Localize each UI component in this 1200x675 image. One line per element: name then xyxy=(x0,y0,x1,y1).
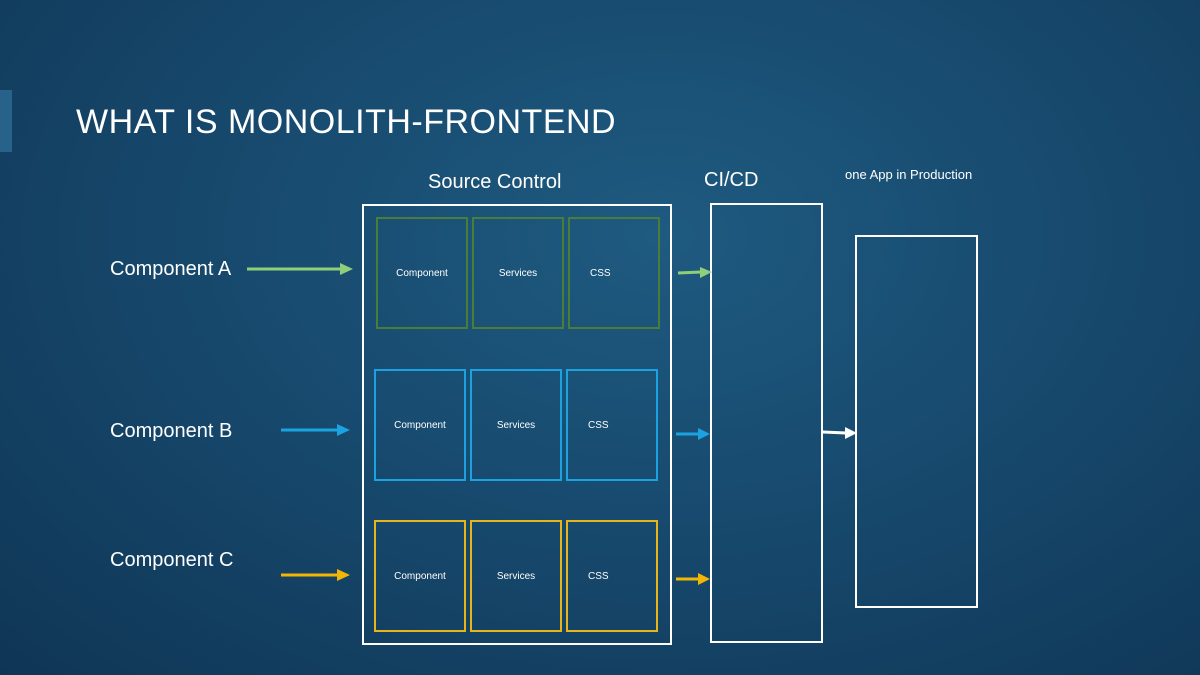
component-a-component-cell: Component xyxy=(376,217,468,329)
accent-bar xyxy=(0,90,12,152)
source-control-box xyxy=(362,204,672,645)
arrow-a-in xyxy=(247,263,353,275)
component-a-css-cell: CSS xyxy=(568,217,660,329)
slide-title: WHAT IS MONOLITH-FRONTEND xyxy=(76,103,617,141)
arrow-cicd-to-production xyxy=(822,427,857,439)
component-c-services-cell: Services xyxy=(470,520,562,632)
component-b-services-cell: Services xyxy=(470,369,562,481)
component-a-label: Component A xyxy=(110,258,232,280)
arrow-c-in xyxy=(281,569,350,581)
component-c-component-cell: Component xyxy=(374,520,466,632)
arrow-b-out xyxy=(676,428,710,440)
source-control-label: Source Control xyxy=(428,171,562,193)
component-c-css-cell: CSS xyxy=(566,520,658,632)
production-label: one App in Production xyxy=(845,167,973,182)
component-b-component-cell: Component xyxy=(374,369,466,481)
component-c-label: Component C xyxy=(110,549,234,571)
cicd-box xyxy=(710,203,823,643)
arrow-b-in xyxy=(281,424,350,436)
cicd-label: CI/CD xyxy=(704,169,759,191)
component-a-services-cell: Services xyxy=(472,217,564,329)
production-box xyxy=(855,235,978,608)
component-b-css-cell: CSS xyxy=(566,369,658,481)
component-b-label: Component B xyxy=(110,420,233,442)
arrow-c-out xyxy=(676,573,710,585)
arrow-a-out xyxy=(677,267,712,278)
